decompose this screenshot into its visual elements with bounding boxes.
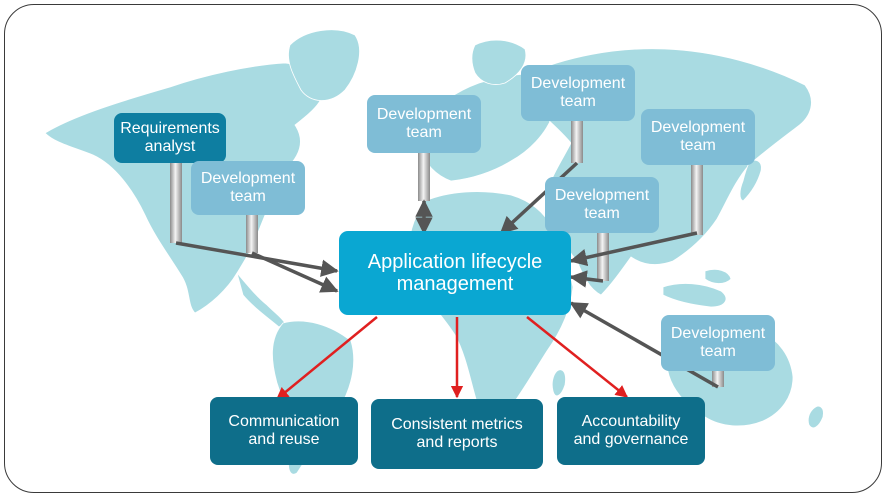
arrow-center-accountability [526,316,628,398]
arrow-australia-center [569,301,719,389]
red-arrows [276,316,628,400]
dev-team-south-asia-box: Development team [545,177,659,233]
japan-landmass [739,159,762,202]
pipe-dev-south-asia [597,231,609,281]
arrow-russia-center [499,161,579,235]
scandinavia-landmass [471,39,527,85]
gray-arrows [175,161,719,389]
diagram-frame: Requirements analyst Development team De… [4,4,882,493]
pipe-dev-russia [571,121,583,163]
arrow-center-communication [276,316,378,400]
arrow-south-asia-center [569,270,604,288]
requirements-analyst-box: Requirements analyst [114,113,226,163]
greenland-landmass [288,29,360,101]
pipe-dev-europe [418,153,430,201]
dev-team-europe-box: Development team [367,95,481,153]
accountability-governance-box: Accountability and governance [557,397,705,465]
team-connectors [170,121,724,387]
pipe-dev-east-asia [691,163,703,235]
southeast-asia-islands [662,269,732,308]
dev-team-east-asia-box: Development team [641,109,755,165]
dev-team-australia-box: Development team [661,315,775,371]
central-america-landmass [236,272,286,328]
arrow-americas-center [251,251,339,293]
communication-reuse-box: Communication and reuse [210,397,358,465]
dev-team-americas-box: Development team [191,161,305,215]
madagascar-landmass [551,369,566,397]
pipe-dev-australia [712,369,724,387]
pipe-requirements [170,155,182,243]
pipe-dev-americas [246,211,258,253]
arrow-east-asia-center [569,231,698,267]
application-lifecycle-management-box: Application lifecycle management [339,231,571,315]
dev-team-russia-box: Development team [521,65,635,121]
arrow-requirements-center [175,241,339,277]
new-zealand-landmass [807,405,824,429]
consistent-metrics-box: Consistent metrics and reports [371,399,543,469]
